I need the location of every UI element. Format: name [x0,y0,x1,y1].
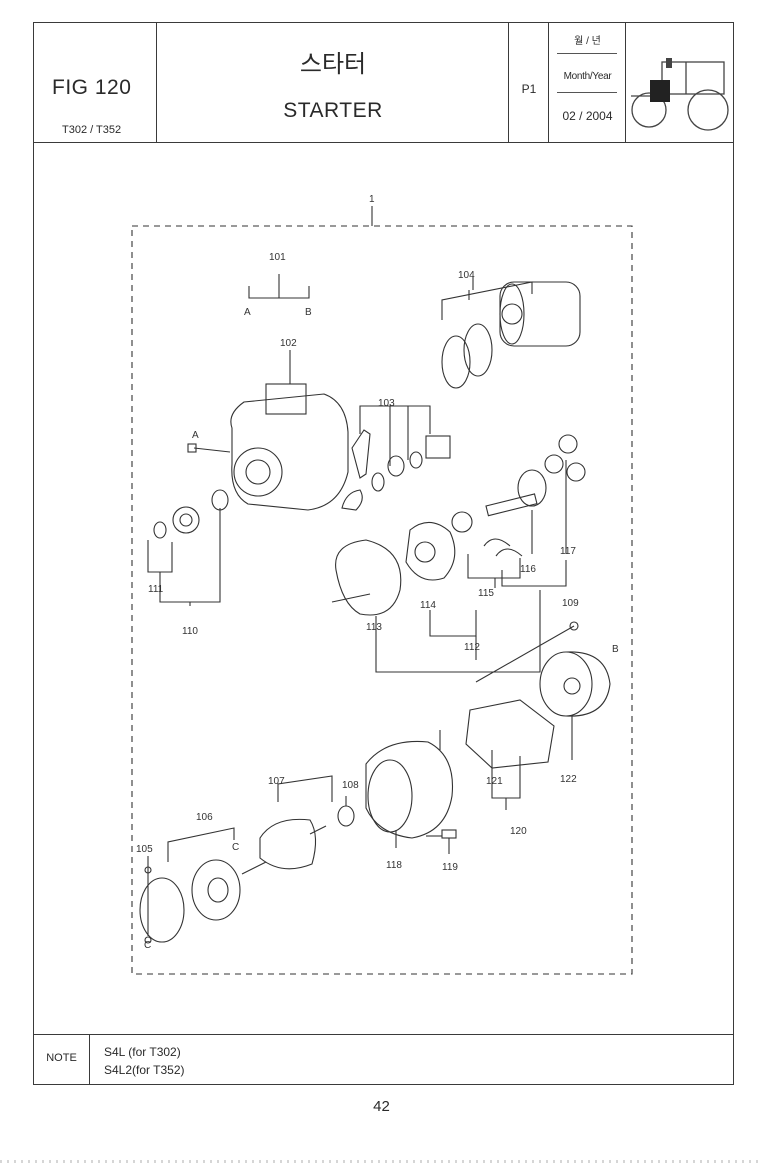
date-label-korean: 월 / 년 [574,36,601,47]
note-line: S4L2(for T352) [104,1063,185,1077]
svg-text:114: 114 [420,600,436,611]
svg-text:C: C [144,940,151,951]
svg-text:115: 115 [478,588,494,599]
svg-text:112: 112 [464,642,480,653]
svg-text:A: A [192,430,199,441]
note-line: S4L (for T302) [104,1045,181,1059]
date-divider [557,53,617,54]
title-cell [157,22,509,142]
date-value: 02 / 2004 [562,109,613,123]
svg-text:C: C [232,842,239,853]
svg-text:105: 105 [136,844,153,855]
tractor-icon [631,58,729,131]
model-codes: T302 / T352 [62,124,122,136]
page-number: 42 [373,1098,390,1115]
note-label: NOTE [46,1052,77,1064]
svg-text:111: 111 [148,584,164,595]
scan-artifact [0,1160,763,1163]
svg-text:108: 108 [342,780,359,791]
title-korean: 스타터 [299,51,367,78]
svg-text:109: 109 [562,598,579,609]
svg-text:106: 106 [196,812,213,823]
header-divider [33,142,734,143]
date-label-english: Month/Year [563,71,612,82]
svg-text:104: 104 [458,270,475,281]
svg-text:120: 120 [510,826,527,837]
svg-text:A: A [244,307,251,318]
svg-text:113: 113 [366,622,382,633]
sheet-frame [33,22,734,1085]
figure-number: FIG 120 [52,76,132,99]
svg-text:119: 119 [442,862,458,873]
svg-text:107: 107 [268,776,285,787]
svg-text:110: 110 [182,626,198,637]
page-cell [509,22,549,142]
svg-text:122: 122 [560,774,577,785]
page-code: P1 [521,82,537,96]
svg-text:102: 102 [280,338,297,349]
starter-exploded-diagram: 1 101 A B 104 102 103 A 111 110 113 114 … [131,194,633,975]
note-divider [33,1034,734,1035]
svg-text:B: B [612,644,619,655]
svg-text:103: 103 [378,398,395,409]
note-label-cell [33,1034,90,1085]
svg-text:117: 117 [560,546,576,557]
title-english: STARTER [283,99,383,122]
svg-text:121: 121 [486,776,503,787]
date-divider [557,92,617,93]
figure-number-cell [33,22,157,142]
svg-text:116: 116 [520,564,536,575]
svg-text:B: B [305,307,312,318]
svg-text:101: 101 [269,252,286,263]
svg-text:1: 1 [369,194,375,205]
date-cell [549,22,626,142]
svg-text:118: 118 [386,860,402,871]
